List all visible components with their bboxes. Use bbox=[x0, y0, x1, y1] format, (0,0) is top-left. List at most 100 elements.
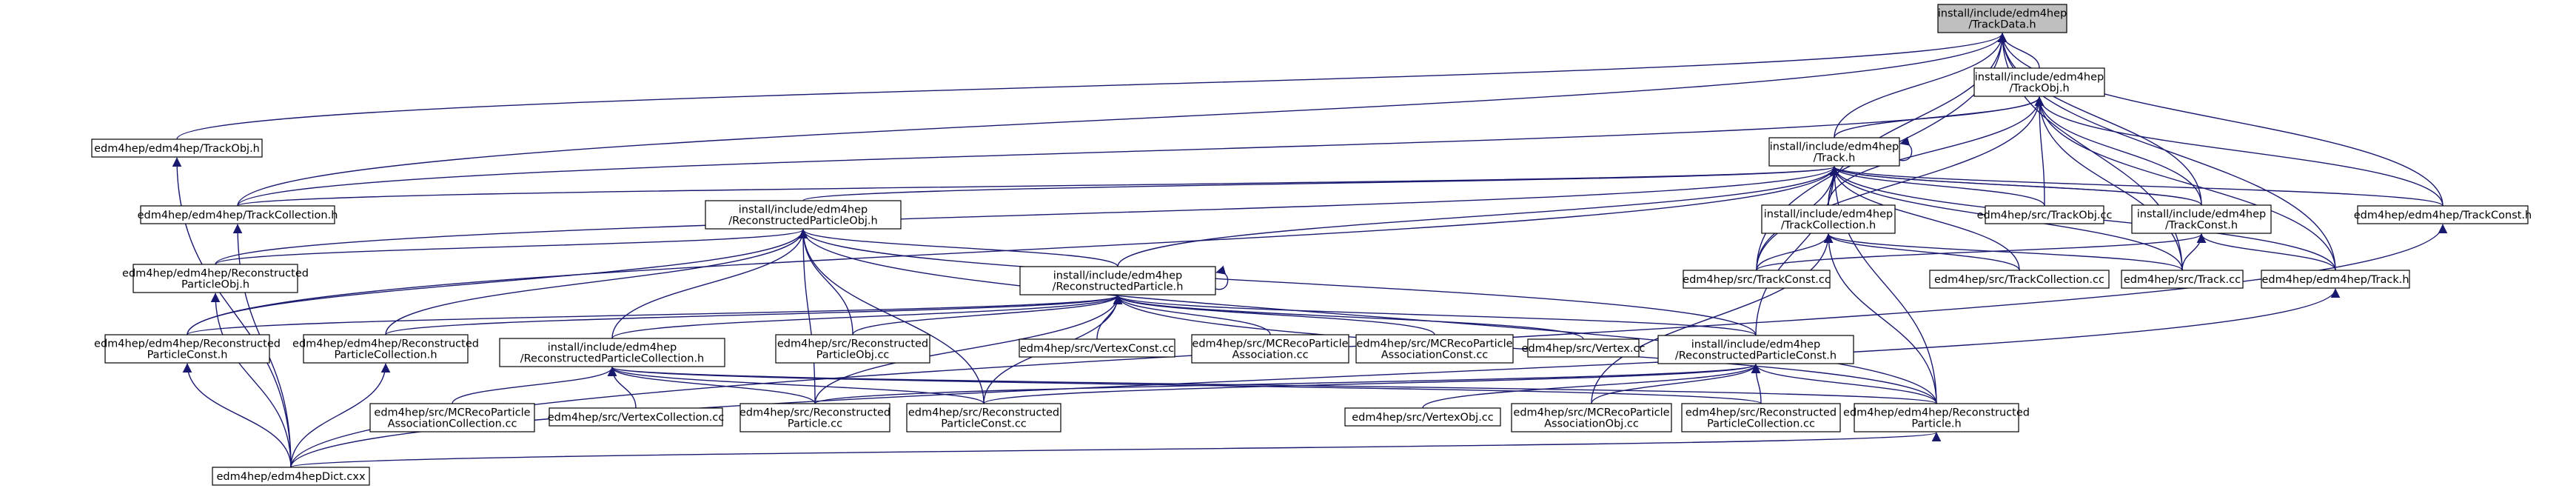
node-label-line: install/include/edm4hep bbox=[1770, 141, 1899, 153]
node-box bbox=[1344, 407, 1501, 427]
node-box bbox=[1527, 338, 1640, 358]
file-node[interactable]: edm4hep/src/TrackConst.cc bbox=[1683, 270, 1831, 289]
dependency-edge bbox=[607, 367, 985, 404]
file-node[interactable]: install/include/edm4hep/TrackObj.h bbox=[1973, 67, 2105, 97]
file-node[interactable]: install/include/edm4hep/Track.h bbox=[1768, 137, 1900, 167]
file-node[interactable]: edm4hep/edm4hep/ReconstructedParticleObj… bbox=[122, 264, 309, 293]
dependency-edge bbox=[1591, 233, 1834, 404]
file-node[interactable]: edm4hep/edm4hep/Track.h bbox=[2261, 270, 2410, 289]
file-node[interactable]: edm4hep/src/ReconstructedParticleObj.cc bbox=[775, 334, 930, 364]
node-box bbox=[91, 138, 263, 158]
dependency-edge bbox=[290, 432, 1941, 468]
file-node[interactable]: edm4hep/src/TrackCollection.cc bbox=[1929, 270, 2110, 289]
file-node[interactable]: edm4hep/edm4hep/ReconstructedParticle.h bbox=[1843, 403, 2030, 432]
dependency-edge bbox=[452, 367, 617, 404]
file-node[interactable]: edm4hep/edm4hepDict.cxx bbox=[212, 467, 370, 486]
node-box bbox=[1511, 403, 1672, 432]
node-label-line: install/include/edm4hep bbox=[1764, 209, 1894, 221]
dependency-edge bbox=[798, 229, 985, 404]
dependency-edge bbox=[611, 229, 808, 339]
file-node[interactable]: edm4hep/edm4hep/TrackConst.h bbox=[2354, 205, 2532, 224]
file-node[interactable]: install/include/edm4hep/TrackConst.h bbox=[2131, 204, 2272, 234]
node-box bbox=[1854, 403, 2019, 432]
node-label-line: edm4hep/edm4hep/Reconstructed bbox=[122, 268, 309, 280]
node-label-line: ParticleObj.cc bbox=[816, 350, 890, 361]
file-node[interactable]: edm4hep/edm4hep/ReconstructedParticleCol… bbox=[292, 334, 479, 364]
file-node[interactable]: edm4hep/src/MCRecoParticleAssociationCon… bbox=[1355, 334, 1514, 364]
dependency-edge bbox=[1834, 33, 2008, 138]
dependency-edge bbox=[1823, 233, 2020, 271]
node-label-line: edm4hep/edm4hep/Reconstructed bbox=[1843, 407, 2030, 419]
file-node[interactable]: edm4hep/src/ReconstructedParticleConst.c… bbox=[906, 403, 1061, 432]
dependency-edge bbox=[1756, 233, 2206, 271]
dependency-edge bbox=[385, 295, 1122, 335]
dependency-edge bbox=[1113, 295, 1271, 335]
dependency-edge bbox=[1751, 364, 1762, 404]
dependency-edge bbox=[2034, 96, 2443, 207]
node-label-line: /TrackObj.h bbox=[2009, 83, 2069, 95]
file-node[interactable]: install/include/edm4hep/ReconstructedPar… bbox=[1657, 335, 1854, 364]
dependency-edge bbox=[237, 166, 1839, 207]
file-node[interactable]: edm4hep/src/Track.cc bbox=[2121, 270, 2244, 289]
dependency-edge bbox=[1823, 233, 1937, 404]
node-label-line: AssociationCollection.cc bbox=[388, 418, 517, 430]
node-label-line: /TrackConst.h bbox=[2165, 220, 2238, 232]
node-box bbox=[549, 407, 723, 427]
dependency-edge bbox=[187, 166, 1839, 335]
dependency-edge bbox=[798, 229, 1757, 336]
node-label-line: edm4hep/edm4hep/TrackObj.h bbox=[94, 143, 260, 155]
dependency-edge bbox=[176, 33, 2007, 140]
node-label-line: /TrackData.h bbox=[1968, 19, 2036, 31]
node-box bbox=[1657, 335, 1854, 364]
dependency-edge bbox=[290, 363, 391, 468]
file-node[interactable]: edm4hep/src/MCRecoParticleAssociationCol… bbox=[369, 403, 535, 432]
file-node[interactable]: edm4hep/src/VertexObj.cc bbox=[1344, 407, 1501, 427]
file-node[interactable]: edm4hep/src/ReconstructedParticle.cc bbox=[739, 403, 890, 432]
file-node[interactable]: install/include/edm4hep/ReconstructedPar… bbox=[1019, 266, 1216, 295]
file-node[interactable]: edm4hep/src/Vertex.cc bbox=[1522, 338, 1646, 358]
dependency-edge bbox=[1997, 33, 2202, 206]
node-label-line: ParticleCollection.h bbox=[334, 350, 437, 361]
file-node[interactable]: edm4hep/src/ReconstructedParticleCollect… bbox=[1681, 403, 1841, 432]
node-box bbox=[140, 205, 335, 224]
dependency-edge bbox=[2034, 96, 2183, 271]
dependency-edge bbox=[1997, 33, 2040, 69]
file-node[interactable]: edm4hep/src/MCRecoParticleAssociationObj… bbox=[1511, 403, 1672, 432]
file-node[interactable]: install/include/edm4hep/TrackCollection.… bbox=[1761, 204, 1896, 234]
node-label-line: install/include/edm4hep bbox=[1691, 339, 1821, 351]
dependency-edge bbox=[608, 367, 1937, 404]
dependency-edge bbox=[608, 367, 1762, 404]
node-label-line: install/include/edm4hep bbox=[548, 342, 677, 354]
dependency-edge bbox=[1829, 166, 2202, 206]
dependency-edge bbox=[237, 33, 2008, 207]
node-label-line: edm4hep/edm4hep/TrackCollection.h bbox=[138, 210, 338, 221]
dependency-edge bbox=[1591, 364, 1761, 404]
root-file-node[interactable]: install/include/edm4hep/TrackData.h bbox=[1937, 4, 2067, 33]
file-node[interactable]: install/include/edm4hep/ReconstructedPar… bbox=[499, 338, 725, 367]
file-node[interactable]: edm4hep/edm4hep/ReconstructedParticleCon… bbox=[94, 334, 281, 364]
file-node[interactable]: edm4hep/src/TrackObj.cc bbox=[1977, 205, 2113, 224]
file-node[interactable]: edm4hep/edm4hep/TrackObj.h bbox=[91, 138, 263, 158]
dependency-edge bbox=[852, 295, 1123, 335]
node-box bbox=[303, 334, 469, 364]
dependency-edge bbox=[1756, 233, 1834, 271]
dependency-edge bbox=[187, 229, 808, 335]
dependency-edge bbox=[1899, 136, 1913, 161]
dependency-edge bbox=[187, 295, 1122, 335]
node-label-line: edm4hep/edm4hep/TrackConst.h bbox=[2354, 210, 2532, 221]
node-label-line: edm4hep/src/TrackCollection.cc bbox=[1934, 274, 2104, 286]
file-node[interactable]: install/include/edm4hep/ReconstructedPar… bbox=[705, 200, 902, 230]
node-label-line: AssociationObj.cc bbox=[1544, 418, 1639, 430]
file-node[interactable]: edm4hep/edm4hep/TrackCollection.h bbox=[138, 205, 338, 224]
file-node[interactable]: edm4hep/src/VertexCollection.cc bbox=[548, 407, 725, 427]
node-label-line: edm4hep/src/Reconstructed bbox=[777, 338, 928, 350]
node-box bbox=[906, 403, 1061, 432]
node-box bbox=[1191, 334, 1349, 364]
file-node[interactable]: edm4hep/src/VertexConst.cc bbox=[1019, 338, 1175, 358]
dependency-edge bbox=[1830, 166, 2443, 207]
node-box bbox=[1019, 266, 1216, 295]
node-box bbox=[1768, 137, 1900, 167]
node-label-line: install/include/edm4hep bbox=[1053, 270, 1183, 282]
